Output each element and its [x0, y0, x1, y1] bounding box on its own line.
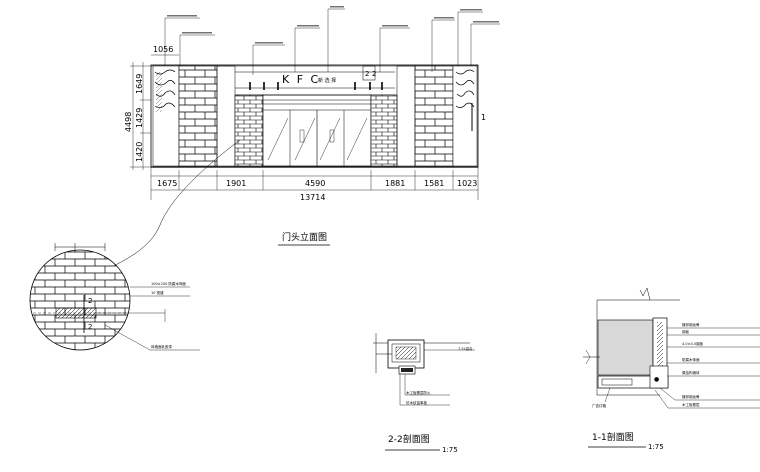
dim-bottom-5: 1581 — [424, 179, 444, 188]
section-2-2: 7.5L铝合 木工板基层防火 仿木纹铝单板 2-2剖面图 1:75 — [373, 333, 475, 454]
dim-left-2: 1429 — [135, 108, 144, 128]
left-brick-wall — [234, 94, 264, 167]
section1-label-1: 镀锌钢龙骨 — [682, 322, 700, 327]
section2-label-3: 仿木纹铝单板 — [406, 400, 427, 405]
kfc-sign-text: K F C — [282, 73, 320, 86]
top-left-dim: 1056 — [153, 45, 173, 54]
detail-mark-b: 2 — [88, 323, 92, 331]
dim-bottom-2: 1901 — [226, 179, 246, 188]
left-stone-pillar — [178, 65, 218, 167]
section1-label-7: 木工板基层 — [682, 402, 700, 407]
section-mark-2b: 2 — [372, 70, 376, 78]
detail-mark-a: 2 — [88, 297, 92, 305]
section2-title: 2-2剖面图 — [388, 433, 430, 445]
left-dimension-lines — [130, 62, 151, 170]
dim-bottom-4: 1881 — [385, 179, 405, 188]
section1-label-6: 镀锌钢龙骨 — [682, 394, 700, 399]
detail-circle — [29, 249, 131, 351]
dim-bottom-6: 1023 — [457, 179, 477, 188]
section-mark-1: 1 — [481, 113, 486, 122]
section1-left-label: 广告灯箱 — [592, 403, 606, 408]
storefront-elevation: K F C 新 选 择 2 2 1 — [124, 6, 500, 246]
section1-label-3: 4.0×4.0钢板 — [682, 341, 704, 346]
elevation-title: 门头立面图 — [282, 231, 327, 243]
dim-bottom-3: 4590 — [305, 179, 325, 188]
section2-scale: 1:75 — [442, 446, 458, 454]
dim-bottom-1: 1675 — [157, 179, 177, 188]
detail-label-3: 砖墙面乳胶漆 — [151, 344, 172, 349]
detail-label-1: 100×200 防腐木饰面 — [151, 281, 186, 286]
wall-section-fill — [597, 319, 654, 376]
right-brick-wall — [370, 94, 398, 167]
section1-label-2: 钢板 — [682, 329, 690, 334]
svg-text:新 选 择: 新 选 择 — [318, 77, 336, 84]
dim-left-1: 1649 — [135, 74, 144, 94]
section1-scale: 1:75 — [648, 443, 664, 451]
section1-label-4: 防腐木饰面 — [682, 357, 700, 362]
section-mark-2: 2 — [365, 70, 369, 78]
bottom-dimension-lines — [150, 167, 479, 200]
section2-label-1: 7.5L铝合 — [458, 346, 473, 351]
right-stone-pillar — [414, 65, 454, 167]
dim-overall-width: 13714 — [300, 193, 325, 202]
right-carved-panel — [452, 65, 478, 167]
dim-overall-height: 4498 — [124, 112, 133, 132]
top-leader-labels — [167, 6, 499, 44]
spotlights — [249, 82, 383, 90]
section-1-1: ● 镀锌钢龙骨 钢板 4.0×4.0钢板 防腐木饰面 原结构墙体 镀锌钢龙骨 木… — [583, 287, 760, 451]
section2-label-2: 木工板基层防火 — [406, 390, 431, 395]
section1-title: 1-1剖面图 — [592, 431, 634, 443]
detail-label-2: 10 宽缝 — [151, 290, 164, 295]
svg-text:●: ● — [654, 376, 659, 383]
brick-detail: 2 2 100×200 防腐木饰面 10 宽缝 砖墙面乳胶漆 — [29, 139, 241, 351]
section1-label-5: 原结构墙体 — [682, 370, 700, 375]
dim-left-3: 1420 — [135, 142, 144, 162]
top-leaders — [164, 8, 500, 75]
detail-callout-curve — [109, 139, 241, 269]
